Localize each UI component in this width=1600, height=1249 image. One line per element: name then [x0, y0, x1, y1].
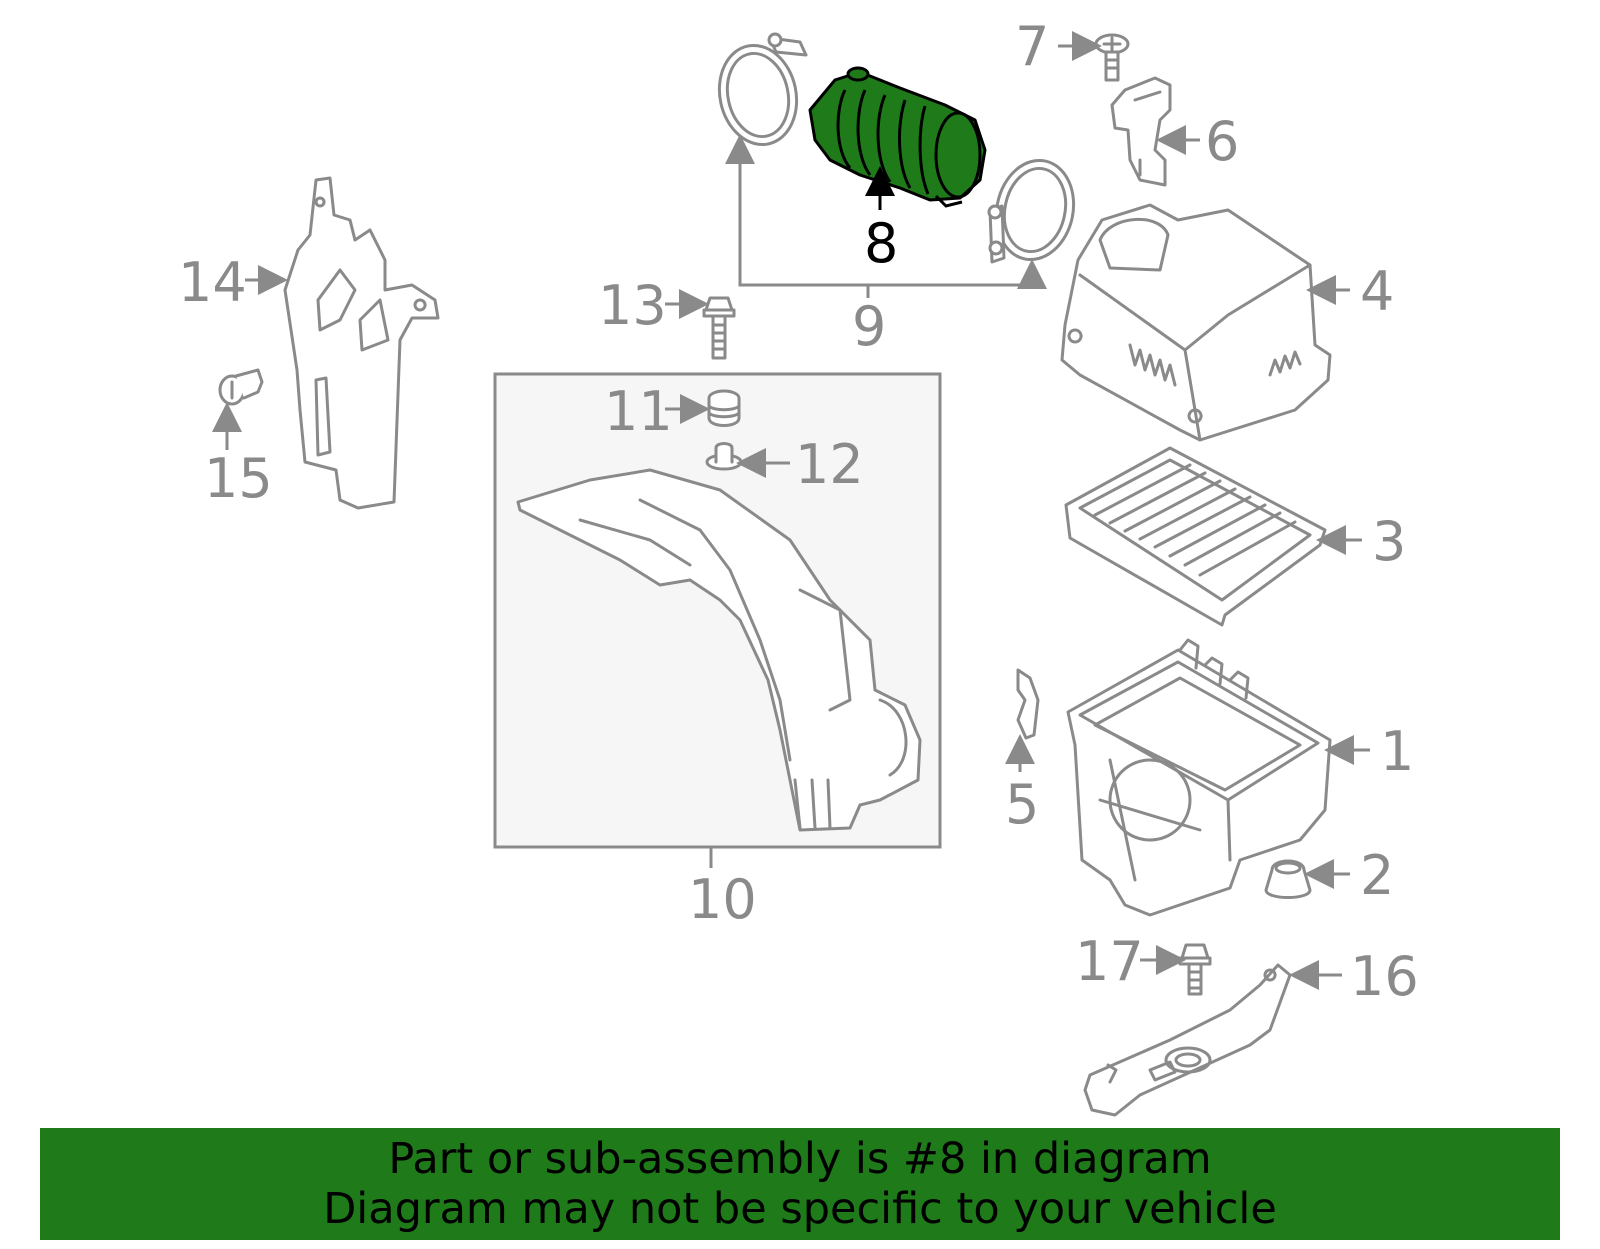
callout-5: 5	[1005, 773, 1039, 836]
callout-1: 1	[1380, 720, 1414, 783]
part-6-sensor	[1110, 76, 1172, 187]
part-10-duct	[516, 468, 922, 832]
callout-14: 14	[178, 251, 247, 314]
part-8-intake-hose	[808, 66, 987, 208]
callout-15: 15	[204, 447, 273, 510]
callout-3: 3	[1372, 510, 1406, 573]
callout-10: 10	[688, 868, 757, 931]
part-13-bolt	[702, 296, 736, 360]
part-3-filter	[1064, 446, 1327, 627]
callout-11: 11	[604, 380, 673, 443]
callout-12: 12	[795, 433, 864, 496]
part-9-clamp-right	[987, 158, 1076, 264]
banner-line-1: Part or sub-assembly is #8 in diagram	[388, 1134, 1212, 1184]
part-12-bushing	[705, 442, 743, 471]
part-5-clip	[1016, 668, 1040, 740]
callout-13: 13	[598, 274, 667, 337]
callout-8: 8	[864, 212, 898, 275]
part-9-clamp-left	[717, 32, 808, 147]
callout-17: 17	[1075, 930, 1144, 993]
part-17-bolt	[1178, 943, 1212, 996]
callout-6: 6	[1205, 110, 1239, 173]
part-2-grommet	[1264, 859, 1312, 899]
callout-7: 7	[1015, 15, 1049, 78]
callout-4: 4	[1360, 260, 1394, 323]
callout-2: 2	[1360, 844, 1394, 907]
part-16-bracket	[1083, 963, 1292, 1117]
part-14-bracket	[283, 176, 440, 510]
part-15-clip	[218, 368, 264, 406]
part-4-cover	[1060, 203, 1332, 442]
banner-line-2: Diagram may not be specific to your vehi…	[323, 1184, 1277, 1234]
part-11-grommet	[707, 389, 741, 427]
callout-16: 16	[1350, 945, 1419, 1008]
leader-lines	[212, 31, 1370, 990]
part-7-screw	[1094, 33, 1130, 82]
info-banner: Part or sub-assembly is #8 in diagram Di…	[40, 1128, 1560, 1240]
callout-9: 9	[852, 295, 886, 358]
